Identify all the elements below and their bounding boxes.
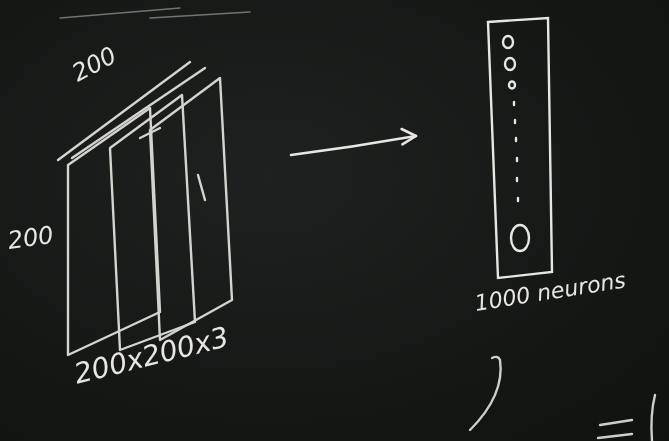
node-label: 200x200x3	[71, 322, 232, 390]
image-channel	[110, 95, 195, 350]
image-channel	[150, 78, 232, 340]
dimension-label: 200	[68, 42, 121, 87]
arrow	[291, 129, 416, 155]
depth-line	[72, 68, 205, 158]
chalk-fragment	[598, 434, 632, 438]
chalk-fragment	[470, 357, 501, 430]
chalk-fragment	[651, 395, 655, 441]
neuron-layer: 1000 neurons	[420, 10, 665, 340]
chalk-fragment	[600, 420, 632, 425]
depth-line	[140, 128, 160, 138]
node-label: 1000 neurons	[473, 268, 627, 316]
depth-line	[198, 175, 205, 200]
image-channel	[68, 108, 160, 355]
chalk-smudge	[60, 8, 180, 18]
chalk-smudge	[150, 12, 250, 18]
depth-line	[67, 180, 69, 350]
input-image: 200x200x3	[55, 60, 285, 430]
dimension-label: 200	[6, 222, 55, 255]
